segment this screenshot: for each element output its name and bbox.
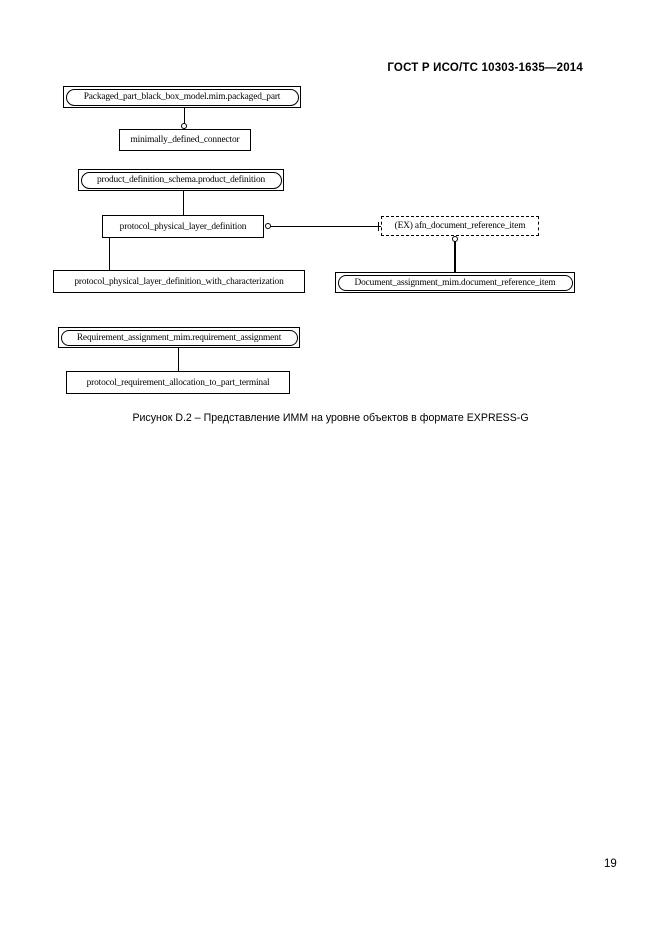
node-product-definition-schema[interactable]: product_definition_schema.product_defini… xyxy=(78,169,284,191)
connector-line-packaged-to-connector xyxy=(184,108,186,124)
page-number: 19 xyxy=(604,858,617,870)
node-requirement-assignment-mim-label: Requirement_assignment_mim.requirement_a… xyxy=(60,329,298,346)
connector-tick-ex xyxy=(378,222,380,231)
connector-line-protocol-to-ex xyxy=(271,226,381,228)
node-afn-document-reference-item[interactable]: (EX) afn_document_reference_item xyxy=(381,216,539,236)
standard-header: ГОСТ Р ИСО/ТС 10303-1635—2014 xyxy=(387,62,583,74)
connector-line-product-definition-to-protocol xyxy=(183,191,185,215)
connector-circle-protocol-to-ex xyxy=(265,223,271,229)
connector-line-requirement-to-allocation xyxy=(178,348,180,372)
express-g-diagram: Packaged_part_black_box_model.mim.packag… xyxy=(0,0,661,450)
node-packaged-part-black-box-model[interactable]: Packaged_part_black_box_model.mim.packag… xyxy=(63,86,301,108)
node-product-definition-schema-label: product_definition_schema.product_defini… xyxy=(80,171,282,189)
connector-line-ex-to-document-assignment xyxy=(454,241,457,274)
node-protocol-physical-layer-definition-with-characterization[interactable]: protocol_physical_layer_definition_with_… xyxy=(53,270,305,293)
node-protocol-physical-layer-definition[interactable]: protocol_physical_layer_definition xyxy=(102,215,264,238)
connector-line-protocol-to-characterization xyxy=(109,238,111,270)
node-document-assignment-mim[interactable]: Document_assignment_mim.document_referen… xyxy=(335,272,575,293)
node-requirement-assignment-mim[interactable]: Requirement_assignment_mim.requirement_a… xyxy=(58,327,300,348)
node-protocol-requirement-allocation[interactable]: protocol_requirement_allocation_to_part_… xyxy=(66,371,290,394)
node-document-assignment-mim-label: Document_assignment_mim.document_referen… xyxy=(337,274,573,291)
figure-caption: Рисунок D.2 – Представление ИММ на уровн… xyxy=(132,412,529,424)
node-minimally-defined-connector[interactable]: minimally_defined_connector xyxy=(119,129,251,151)
node-packaged-part-black-box-model-label: Packaged_part_black_box_model.mim.packag… xyxy=(65,88,299,106)
